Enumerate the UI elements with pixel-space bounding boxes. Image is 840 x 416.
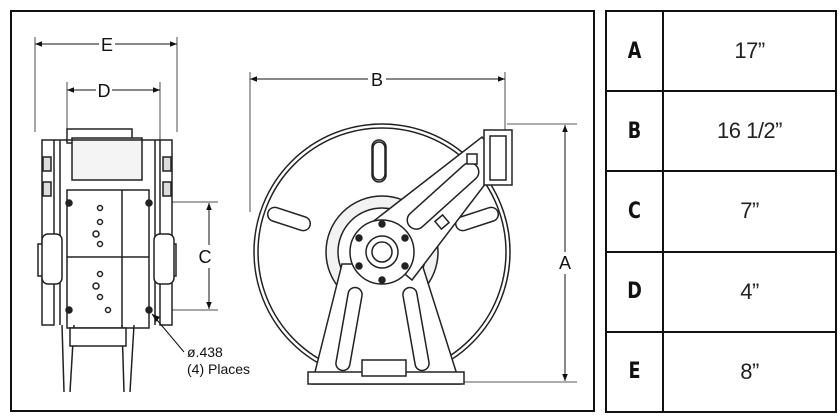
hole-note: ø.438 (4) Places	[151, 313, 250, 377]
dimension-row-d: D 4”	[606, 250, 837, 333]
label-e: E	[101, 35, 113, 55]
dimension-a: A	[559, 125, 571, 381]
dimension-value: 4”	[662, 250, 837, 333]
dimension-key: B	[610, 90, 659, 173]
dimension-row-a: A 17”	[606, 9, 837, 93]
dimension-value: 8”	[662, 330, 837, 414]
drawing-panel: E D C ø.438 (4) Places	[10, 10, 595, 412]
dimension-key: D	[610, 250, 659, 333]
dimension-c: C	[172, 201, 218, 311]
front-view	[249, 72, 577, 385]
dimensions-table: A 17” B 16 1/2” C 7” D 4” E 8”	[605, 9, 837, 414]
dimension-key: C	[610, 170, 659, 253]
dimension-value: 7”	[662, 170, 837, 253]
label-a: A	[559, 253, 571, 273]
dimension-key: A	[610, 9, 659, 93]
dimension-e: E	[35, 35, 177, 55]
hole-note-places: (4) Places	[187, 361, 250, 377]
dimension-row-b: B 16 1/2”	[606, 90, 837, 173]
dimension-b: B	[250, 70, 505, 90]
side-view	[34, 37, 178, 393]
hole-note-diameter: ø.438	[187, 344, 223, 360]
dimension-value: 17”	[662, 9, 837, 93]
dimension-d: D	[67, 81, 160, 101]
dimension-key: E	[610, 330, 659, 414]
technical-drawing: E D C ø.438 (4) Places	[34, 35, 577, 393]
dimension-row-e: E 8”	[606, 330, 837, 414]
dimension-value: 16 1/2”	[662, 90, 837, 173]
label-c: C	[199, 247, 212, 267]
dimension-row-c: C 7”	[606, 170, 837, 253]
label-d: D	[98, 81, 111, 101]
label-b: B	[371, 70, 383, 90]
